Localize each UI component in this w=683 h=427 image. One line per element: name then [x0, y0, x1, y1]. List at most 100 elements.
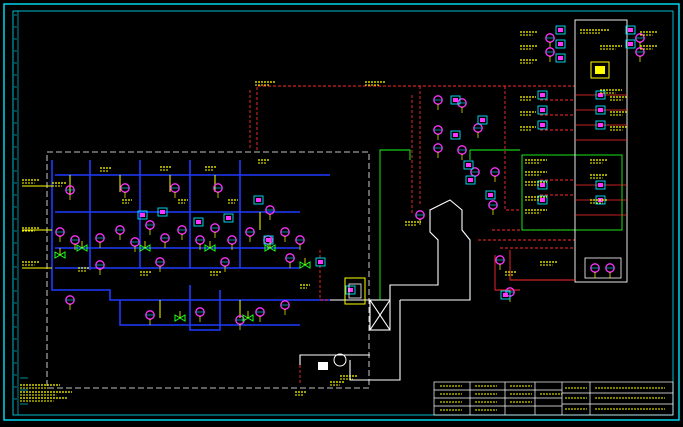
instrument-tag-box	[537, 105, 548, 115]
instrument-bubble-icon	[245, 227, 255, 242]
pump-icon	[318, 353, 347, 370]
label-text-block	[580, 29, 610, 34]
instrument-bubble-icon	[145, 220, 155, 235]
drawing-notes	[14, 14, 28, 405]
instrument-tag-box	[477, 115, 488, 125]
label-text-block	[160, 166, 172, 171]
label-text-block	[520, 59, 538, 64]
label-text-block	[520, 31, 538, 36]
label-text-block	[600, 45, 622, 50]
label-text-block	[540, 261, 558, 266]
label-text-block	[525, 196, 547, 201]
instrument-bubble-icon	[265, 205, 275, 220]
instrument-tag-box	[595, 120, 606, 130]
label-text-block	[122, 199, 132, 204]
label-text-block	[258, 159, 270, 164]
label-text-block	[300, 284, 310, 289]
label-text-block	[525, 171, 547, 176]
instrument-tag-box	[253, 195, 264, 205]
instrument-bubble-icon	[155, 257, 165, 272]
label-text-block	[590, 174, 608, 179]
instrument-tag-box	[223, 213, 234, 223]
instrument-bubble-icon	[605, 263, 615, 278]
label-text-block	[295, 391, 307, 396]
instrument-bubble-icon	[145, 310, 155, 325]
instrument-bubble-icon	[433, 95, 443, 110]
label-text-block	[590, 159, 608, 164]
instrument-bubble-icon	[295, 235, 305, 250]
instrument-bubble-icon	[65, 295, 75, 310]
control-valve-icon	[204, 241, 216, 252]
instrument-bubble-icon	[457, 145, 467, 160]
instrument-bubble-icon	[130, 237, 140, 252]
instrument-tag-box	[193, 217, 204, 227]
instrument-tag-box	[555, 39, 566, 49]
instrument-bubble-icon	[213, 183, 223, 198]
instrument-tag-box	[463, 160, 474, 170]
instrument-bubble-icon	[120, 183, 130, 198]
instrument-tag-box	[485, 190, 496, 200]
label-text-block	[52, 182, 66, 187]
label-text-block	[600, 89, 622, 94]
label-text-block	[178, 199, 188, 204]
instrument-bubble-icon	[70, 235, 80, 250]
vessel-icon	[344, 277, 366, 305]
instrument-tag-box	[157, 207, 168, 217]
instrument-bubble-icon	[433, 125, 443, 140]
instrument-tag-box	[345, 285, 356, 295]
label-text-block	[20, 384, 60, 389]
instrument-bubble-icon	[545, 47, 555, 62]
instrument-bubble-icon	[195, 235, 205, 250]
instrument-bubble-icon	[227, 235, 237, 250]
label-text-block	[610, 111, 628, 116]
instrument-tag-box	[537, 90, 548, 100]
right-return-lines	[494, 250, 575, 291]
label-text-block	[590, 199, 608, 204]
instrument-bubble-icon	[545, 33, 555, 48]
instrument-bubble-icon	[488, 200, 498, 215]
instrument-bubble-icon	[220, 257, 230, 272]
label-text-block	[140, 271, 152, 276]
label-text-block	[22, 179, 40, 184]
instrument-tag-box	[537, 120, 548, 130]
instrument-tag-box	[595, 90, 606, 100]
instrument-bubble-icon	[635, 33, 645, 48]
instrument-bubble-icon	[590, 263, 600, 278]
instrument-bubble-icon	[55, 227, 65, 242]
control-valves	[54, 241, 311, 322]
green-panel-box	[521, 154, 623, 231]
instrument-tag-box	[500, 290, 511, 300]
label-text-block	[520, 126, 536, 131]
control-valve-icon	[264, 241, 276, 252]
instrument-bubble-icon	[433, 143, 443, 158]
label-text-block	[330, 381, 344, 386]
instrument-tag-box	[595, 105, 606, 115]
label-text-block	[365, 81, 385, 86]
instrument-tag-box	[625, 25, 636, 35]
label-text-block	[610, 96, 628, 101]
instrument-tag-box	[315, 257, 326, 267]
label-text-block	[640, 31, 658, 36]
label-text-block	[640, 45, 658, 50]
drawing-inner-border	[12, 10, 674, 416]
control-valve-icon	[174, 311, 186, 322]
instrument-bubble-icon	[65, 185, 75, 200]
instrument-tag-boxes	[137, 25, 636, 300]
instrument-bubble-icon	[635, 47, 645, 62]
control-valve-icon	[139, 241, 151, 252]
instrument-bubble-icon	[177, 225, 187, 240]
label-text-block	[78, 267, 90, 272]
label-text-block	[205, 166, 217, 171]
instrument-bubble-icon	[280, 227, 290, 242]
instrument-bubble-icon	[255, 307, 265, 322]
label-text-block	[100, 167, 112, 172]
label-text-block	[525, 209, 547, 214]
instrument-tag-box	[555, 25, 566, 35]
instrument-bubble-icon	[160, 233, 170, 248]
yellow-stub-lines	[22, 175, 261, 318]
white-process-lines	[299, 199, 471, 381]
instrument-tag-box	[450, 95, 461, 105]
label-text-block	[228, 199, 238, 204]
